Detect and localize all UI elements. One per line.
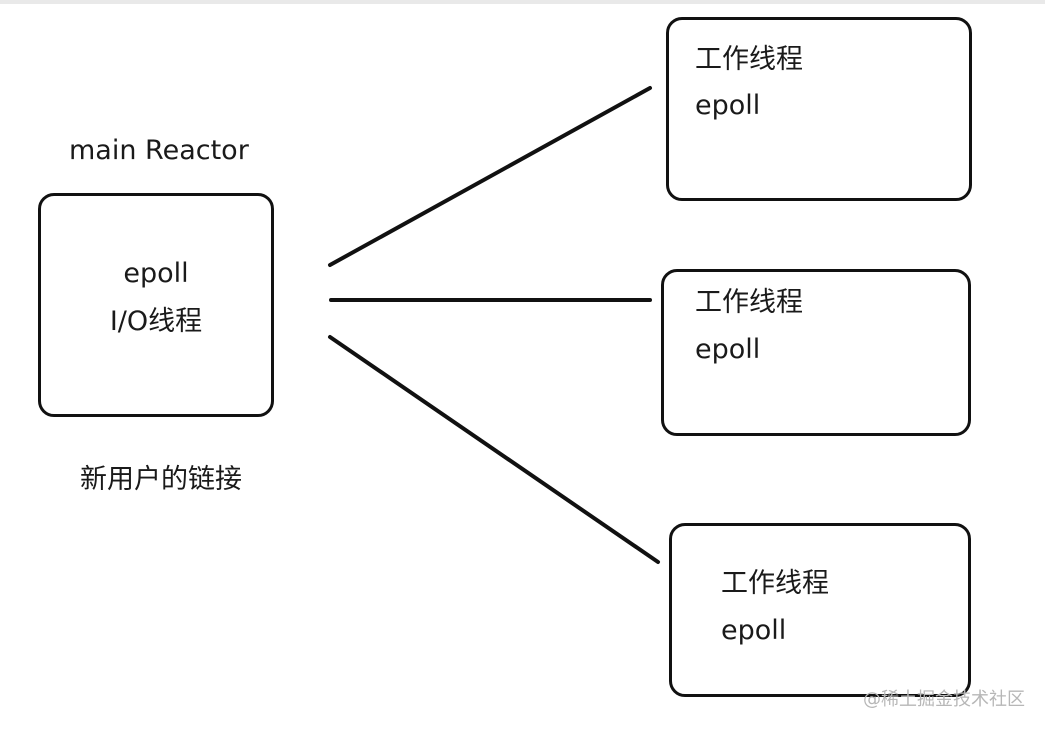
connector-to-worker-1 — [328, 86, 652, 267]
worker-box-3 — [669, 523, 971, 697]
main-reactor-caption: 新用户的链接 — [80, 464, 242, 495]
main-reactor-line-epoll: epoll — [123, 258, 189, 289]
connector-to-worker-3 — [328, 335, 660, 564]
main-reactor-content: epoll I/O线程 — [38, 250, 274, 346]
worker-box-1 — [666, 17, 972, 201]
worker-1-sub: epoll — [695, 90, 761, 121]
main-reactor-line-io-thread: I/O线程 — [109, 306, 203, 337]
worker-3-sub: epoll — [721, 615, 787, 646]
main-reactor-title: main Reactor — [69, 135, 249, 166]
worker-2-title: 工作线程 — [695, 287, 803, 318]
worker-3-title: 工作线程 — [721, 568, 829, 599]
worker-1-title: 工作线程 — [695, 44, 803, 75]
worker-2-sub: epoll — [695, 334, 761, 365]
watermark-text: @稀土掘金技术社区 — [863, 689, 1025, 710]
worker-box-2 — [661, 269, 971, 436]
top-divider — [0, 0, 1045, 4]
main-reactor-box — [38, 193, 274, 417]
